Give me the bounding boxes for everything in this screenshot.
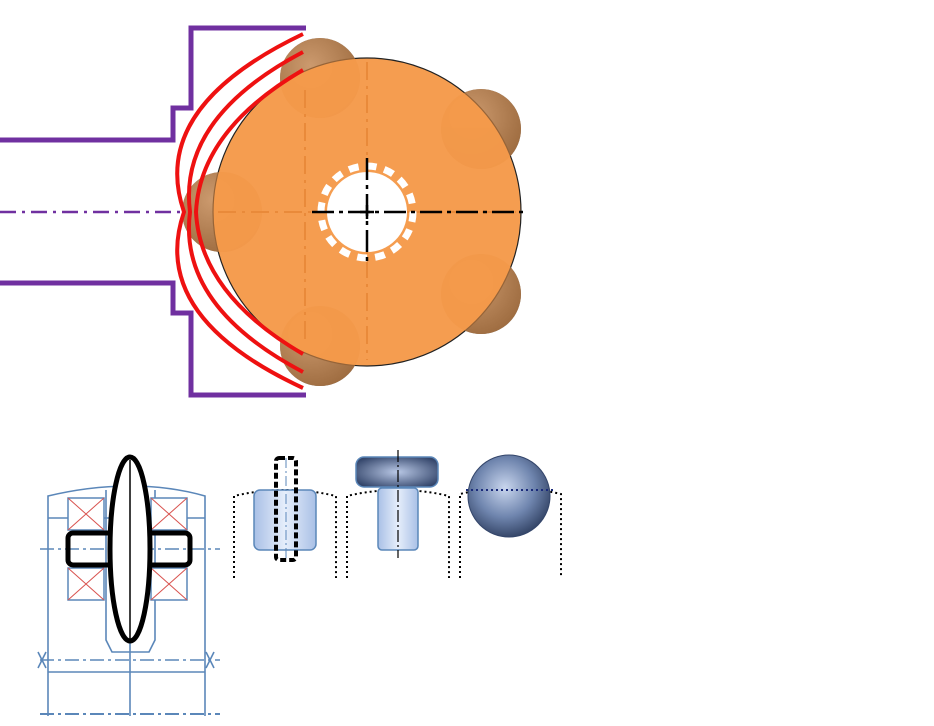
dotted-cup-outlines (233, 487, 562, 578)
housing-lower-profile (0, 280, 306, 398)
ball-seat-overlays (182, 38, 521, 386)
hub-centerlines (312, 158, 528, 262)
pin-variants (233, 450, 562, 578)
section-shaft (65, 454, 193, 644)
spring-middle (187, 50, 304, 374)
spring-outer (175, 32, 304, 390)
capped-pin-icon (355, 450, 439, 558)
leaf-spring-icon (175, 32, 305, 390)
detent-rotor-assembly (0, 25, 528, 398)
spring-inner (193, 68, 305, 356)
sphere-detent-icon (466, 454, 554, 538)
housing-outline-icon (0, 25, 306, 398)
housing-upper-profile (0, 25, 306, 143)
bearing-section-icon (37, 454, 220, 716)
roller-pin-icon (253, 456, 317, 562)
